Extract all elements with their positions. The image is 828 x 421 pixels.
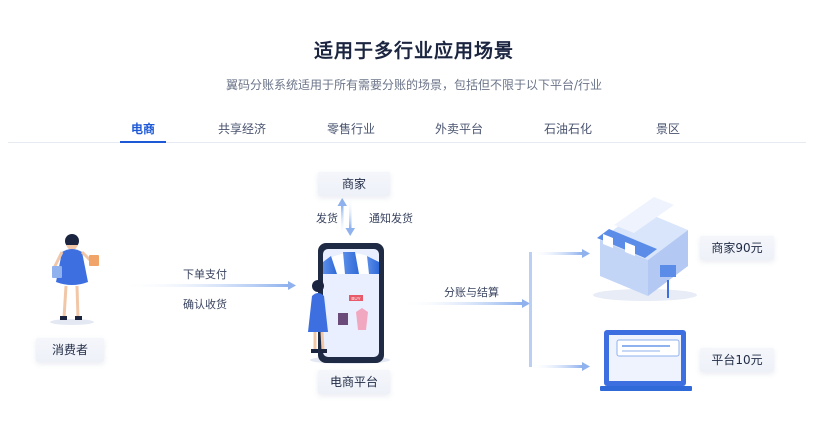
tab-ecommerce[interactable]: 电商 bbox=[130, 122, 155, 136]
notify-ship-label: 通知发货 bbox=[369, 212, 413, 225]
ship-arrow-up bbox=[337, 198, 347, 236]
fork-arrow-top bbox=[530, 249, 590, 258]
split-settle-label: 分账与结算 bbox=[444, 286, 499, 299]
ship-label: 发货 bbox=[316, 212, 338, 225]
tab-retail[interactable]: 零售行业 bbox=[326, 122, 375, 136]
fork-line bbox=[529, 252, 532, 367]
notify-arrow-down bbox=[345, 198, 355, 236]
platform-phone-illustration: BUY bbox=[308, 243, 390, 364]
tab-petrochemical[interactable]: 石油石化 bbox=[543, 122, 592, 136]
platform-label: 电商平台 bbox=[318, 370, 390, 394]
split-arrow bbox=[400, 299, 530, 308]
order-arrow bbox=[118, 281, 296, 290]
buy-tag: BUY bbox=[351, 296, 360, 301]
page-subtitle: 翼码分账系统适用于所有需要分账的场景，包括但不限于以下平台/行业 bbox=[225, 78, 603, 92]
merchant-share-label: 商家90元 bbox=[700, 236, 774, 260]
active-tab-indicator bbox=[120, 141, 166, 143]
page-title: 适用于多行业应用场景 bbox=[313, 40, 514, 62]
tab-sharing-economy[interactable]: 共享经济 bbox=[217, 122, 266, 136]
confirm-receipt-label: 确认收货 bbox=[183, 298, 227, 311]
platform-monitor-illustration bbox=[600, 330, 692, 391]
tab-food-delivery[interactable]: 外卖平台 bbox=[434, 122, 483, 136]
merchant-top-label: 商家 bbox=[318, 172, 390, 196]
industry-tabs: 电商 共享经济 零售行业 外卖平台 石油石化 景区 bbox=[8, 113, 806, 143]
place-order-label: 下单支付 bbox=[183, 268, 227, 281]
platform-share-label: 平台10元 bbox=[700, 348, 774, 372]
tab-scenic-area[interactable]: 景区 bbox=[655, 122, 680, 136]
consumer-label: 消费者 bbox=[36, 338, 104, 362]
merchant-store-illustration bbox=[593, 197, 697, 301]
consumer-illustration bbox=[50, 234, 99, 325]
fork-arrow-bottom bbox=[530, 362, 590, 371]
